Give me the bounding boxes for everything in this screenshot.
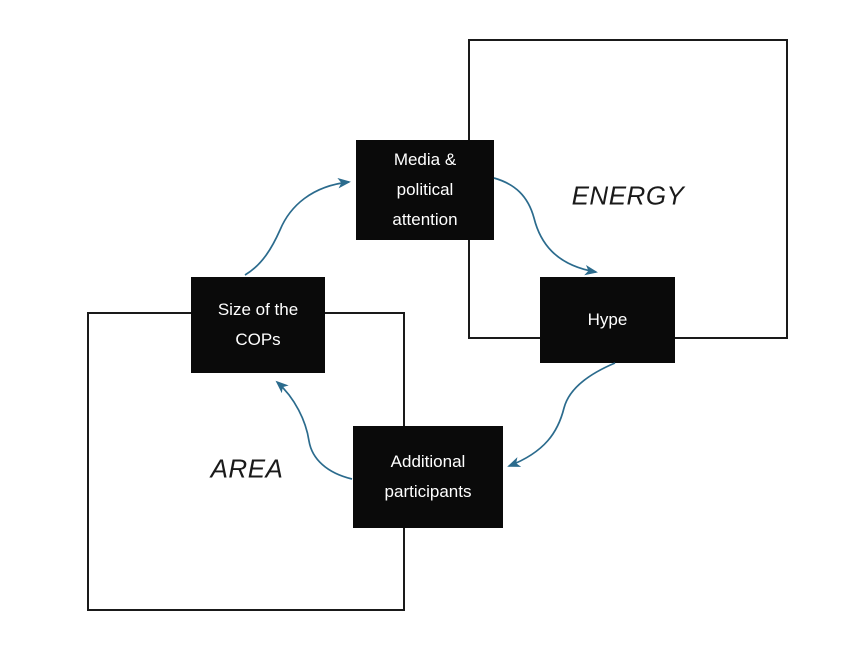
size-box-line-2: COPs (235, 330, 281, 349)
additional-box-line-2: participants (384, 482, 472, 501)
media-box-line-3: attention (392, 210, 458, 229)
node-additional-participants: Additional participants (353, 426, 503, 528)
media-box-line-2: political (396, 180, 454, 199)
additional-box-line-1: Additional (390, 452, 466, 471)
size-box-line-1: Size of the (217, 300, 299, 319)
media-box-line-1: Media & (393, 150, 457, 169)
area-region-label: AREA (210, 453, 284, 484)
arrow-size-to-media (244, 178, 351, 276)
node-hype: Hype (540, 277, 675, 363)
arrow-hype-to-additional (507, 362, 616, 467)
energy-region-label: ENERGY (571, 180, 685, 211)
node-size-of-the-cops: Size of the COPs (191, 277, 325, 373)
node-media-political-attention: Media & political attention (356, 140, 494, 240)
hype-box-line-1: Hype (587, 310, 628, 329)
